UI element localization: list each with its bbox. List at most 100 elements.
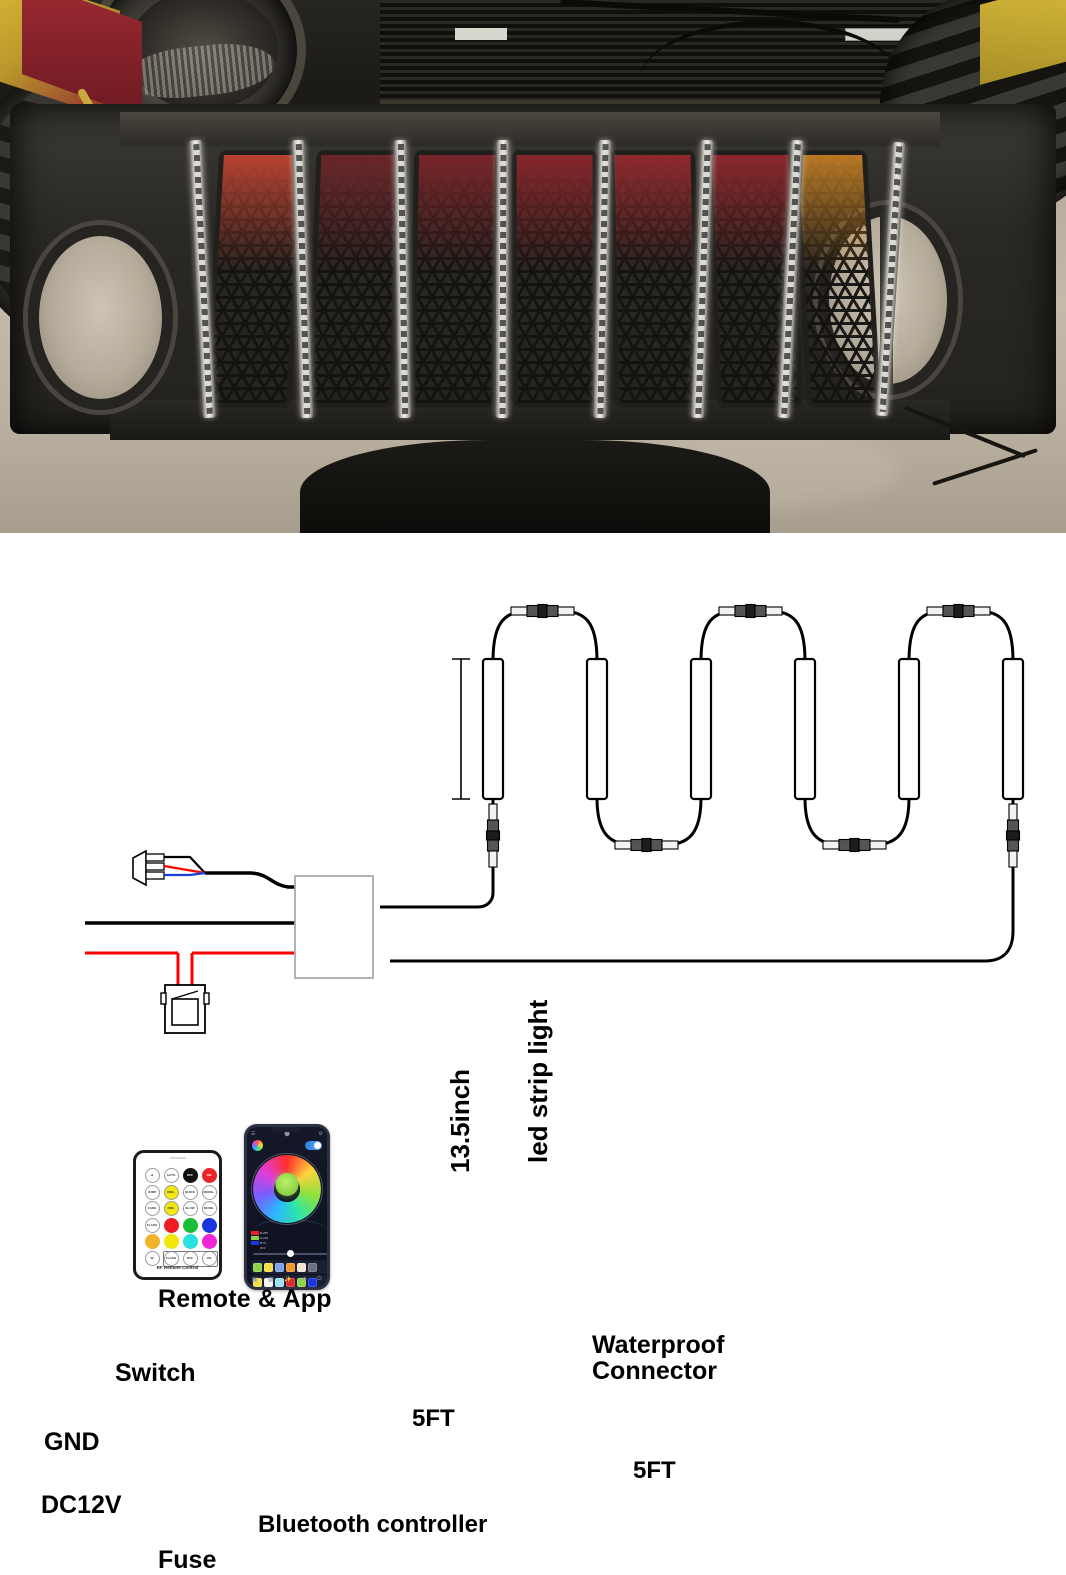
remote-button-color-r4c1[interactable] bbox=[163, 1234, 179, 1250]
left-headlight-bezel-hole bbox=[28, 225, 173, 410]
engine-wire-loop bbox=[640, 20, 900, 80]
switch-connector bbox=[132, 849, 206, 887]
gear-icon[interactable]: ⚙ bbox=[318, 1130, 323, 1137]
dimension-bracket bbox=[452, 658, 470, 800]
remote-button-flash[interactable]: FLASH bbox=[144, 1217, 160, 1233]
remote-button-quick[interactable]: QUICK bbox=[182, 1184, 198, 1200]
grille-slot-glow-6 bbox=[712, 155, 793, 270]
rgb-chip-row: R:255 bbox=[251, 1231, 268, 1235]
grille-slot-glow-2 bbox=[317, 155, 398, 270]
fuse-holder bbox=[160, 984, 210, 1034]
remote-button-color-r3c1[interactable] bbox=[163, 1217, 179, 1233]
grille-top-bar bbox=[120, 112, 940, 146]
remote-button-off[interactable]: OFF bbox=[182, 1168, 198, 1184]
led-emitter-dots-4 bbox=[499, 143, 506, 415]
grille-slot-glow-7 bbox=[798, 155, 869, 270]
remote-app-caption: Remote & App bbox=[158, 1285, 332, 1313]
rgb-chip-label: W:0 bbox=[260, 1246, 266, 1250]
rgb-chip-label: R:255 bbox=[260, 1231, 269, 1235]
grille-slot-2 bbox=[307, 150, 403, 408]
brightness-slider-knob[interactable] bbox=[287, 1250, 294, 1257]
switch-label: Switch bbox=[115, 1359, 196, 1387]
ir-emitter-icon bbox=[169, 1157, 186, 1159]
led-strip-bodies bbox=[481, 657, 1025, 801]
rgb-chip-color bbox=[251, 1241, 259, 1245]
remote-button-w[interactable]: W bbox=[144, 1250, 160, 1266]
remote-button-mode-[interactable]: MODE+ bbox=[201, 1184, 217, 1200]
power-wiring bbox=[85, 871, 295, 985]
gnd-label: GND bbox=[44, 1428, 100, 1456]
waterproof-connector-label-line1: Waterproof bbox=[592, 1331, 725, 1359]
remote-button--[interactable]: ⏯ bbox=[144, 1168, 160, 1184]
rgb-chip-row: B:74 bbox=[251, 1241, 268, 1245]
remote-button-dim-[interactable]: DIM+ bbox=[163, 1184, 179, 1200]
led-emitter-dots-5 bbox=[596, 143, 609, 415]
installed-led-strip-4 bbox=[495, 139, 510, 419]
rgb-chip-row: G:210 bbox=[251, 1236, 268, 1240]
preset-row1-swatch-5[interactable] bbox=[297, 1262, 306, 1272]
grille-slot-glow-1 bbox=[217, 155, 300, 270]
app-tab-3[interactable]: ✨ bbox=[284, 1276, 292, 1283]
remote-button-jump[interactable]: JUMP bbox=[144, 1184, 160, 1200]
remote-button-color-r4c0[interactable] bbox=[144, 1234, 160, 1250]
rgb-chip-color bbox=[251, 1236, 259, 1240]
grille-slot-1 bbox=[204, 150, 306, 408]
grille-slot-glow-3 bbox=[417, 155, 496, 270]
grille-slot-7 bbox=[792, 150, 882, 408]
remote-button-slow[interactable]: SLOW bbox=[182, 1201, 198, 1217]
preset-row1-swatch-6[interactable] bbox=[308, 1262, 317, 1272]
led-strip-light-label: led strip light bbox=[523, 999, 553, 1163]
rgb-chip-label: G:210 bbox=[260, 1236, 269, 1240]
app-tab-bar: ▣ ▦ ✨ ✲ ⏻ bbox=[247, 1273, 327, 1285]
remote-button-fade[interactable]: FADE bbox=[144, 1201, 160, 1217]
bluetooth-controller-box bbox=[294, 875, 374, 979]
bluetooth-controller-label: Bluetooth controller bbox=[258, 1511, 488, 1538]
wiring-diagram-svg bbox=[85, 603, 1025, 1034]
rgb-chip-color bbox=[251, 1246, 259, 1250]
dc12v-label: DC12V bbox=[41, 1491, 122, 1519]
rgb-chip-row: W:0 bbox=[251, 1246, 268, 1250]
remote-button-mode-[interactable]: MODE- bbox=[201, 1201, 217, 1217]
preset-row1-swatch-1[interactable] bbox=[253, 1262, 262, 1272]
remote-button-color-r4c2[interactable] bbox=[182, 1234, 198, 1250]
remote-button-dim-[interactable]: DIM- bbox=[163, 1201, 179, 1217]
remote-button-color-r3c2[interactable] bbox=[182, 1217, 198, 1233]
grille-slot-glow-5 bbox=[614, 155, 693, 270]
black-cloth-drape bbox=[300, 440, 770, 533]
app-tab-4[interactable]: ✲ bbox=[301, 1276, 307, 1283]
remote-button-auto[interactable]: AUTO bbox=[163, 1168, 179, 1184]
rgb-chip-color bbox=[251, 1231, 259, 1235]
grille-slot-4 bbox=[511, 150, 599, 408]
remote-footer-label: RF Remote Control bbox=[156, 1265, 199, 1270]
preset-row1-swatch-4[interactable] bbox=[286, 1262, 295, 1272]
lead-length-label-top: 5FT bbox=[412, 1405, 455, 1432]
remote-button-color-r4c3[interactable] bbox=[201, 1234, 217, 1250]
preset-row1-swatch-2[interactable] bbox=[264, 1262, 273, 1272]
waterproof-connector-label-line2: Connector bbox=[592, 1357, 717, 1385]
power-toggle-knob bbox=[314, 1142, 321, 1149]
remote-button-color-r3c3[interactable] bbox=[201, 1217, 217, 1233]
grille-install-photo bbox=[0, 0, 1066, 533]
grille-slot-3 bbox=[409, 150, 501, 408]
waterproof-connectors bbox=[485, 603, 1021, 868]
fuse-label: Fuse bbox=[158, 1546, 217, 1574]
app-tab-1[interactable]: ▣ bbox=[252, 1276, 258, 1283]
preset-row1-swatch-3[interactable] bbox=[275, 1262, 284, 1272]
grille-slot-5 bbox=[609, 150, 701, 408]
app-logo-icon bbox=[252, 1140, 263, 1151]
color-wheel-preview bbox=[275, 1173, 299, 1196]
led-emitter-dots-3 bbox=[397, 143, 408, 415]
preset-swatch-row-1 bbox=[251, 1260, 327, 1274]
rgb-chip-label: B:74 bbox=[260, 1241, 267, 1245]
menu-icon[interactable]: ☰ bbox=[251, 1130, 256, 1137]
remote-button-on[interactable]: ON bbox=[201, 1168, 217, 1184]
lead-length-label-bottom: 5FT bbox=[633, 1457, 676, 1484]
app-tab-5[interactable]: ⏻ bbox=[317, 1275, 322, 1282]
phone-notch bbox=[272, 1127, 302, 1132]
strip-length-label: 13.5inch bbox=[445, 1068, 475, 1173]
app-tab-2[interactable]: ▦ bbox=[268, 1276, 274, 1283]
